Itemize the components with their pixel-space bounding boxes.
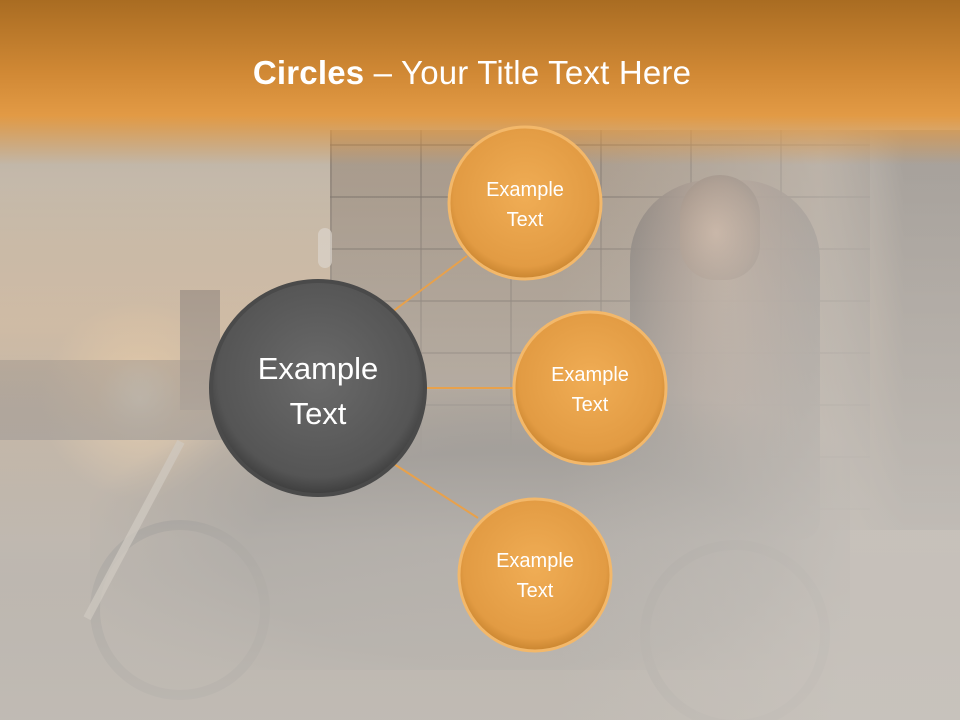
title-band bbox=[0, 0, 960, 165]
node-label-bottom: Example Text bbox=[460, 546, 610, 606]
node-top-line1: Example bbox=[486, 179, 564, 201]
node-circle-middle[interactable] bbox=[512, 310, 668, 466]
slide-title: Circles – Your Title Text Here bbox=[252, 54, 692, 91]
center-label-line2: Text bbox=[289, 396, 347, 431]
node-circle-bottom[interactable] bbox=[457, 497, 613, 653]
connector-line-top bbox=[391, 255, 468, 313]
node-bottom-line2: Text bbox=[516, 580, 554, 602]
node-label-top: Example Text bbox=[450, 175, 600, 235]
node-label-middle: Example Text bbox=[515, 360, 665, 420]
node-top-line2: Text bbox=[506, 209, 544, 231]
center-circle-label: Example Text bbox=[212, 346, 424, 436]
node-bottom-line1: Example bbox=[496, 550, 574, 572]
center-circle[interactable] bbox=[209, 279, 427, 497]
center-label-line1: Example bbox=[257, 351, 379, 386]
node-circle-top[interactable] bbox=[447, 125, 603, 281]
node-middle-line1: Example bbox=[551, 364, 629, 386]
node-middle-line2: Text bbox=[571, 394, 609, 416]
connector-line-bottom bbox=[393, 463, 479, 519]
